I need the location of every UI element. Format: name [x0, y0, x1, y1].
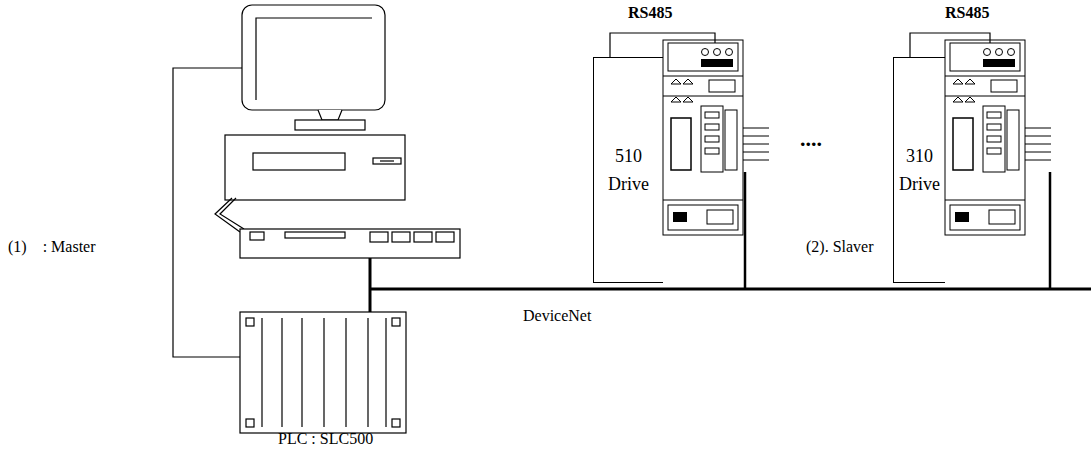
computer — [215, 5, 460, 258]
text-label: (1) : Master — [8, 238, 96, 256]
text-label: RS485 — [628, 4, 672, 22]
drive-text-group: 510 Drive — [597, 142, 661, 198]
drive-box: 310 Drive — [893, 57, 945, 283]
text-label: PLC : SLC500 — [278, 430, 373, 448]
drive-text-group: 310 Drive — [897, 142, 943, 198]
text-label: (2). Slaver — [806, 238, 874, 256]
bracket — [173, 68, 242, 357]
drive-label: 510 Drive — [597, 142, 661, 198]
drive-label: 310 Drive — [897, 142, 943, 198]
text-label: RS485 — [945, 4, 989, 22]
rs485-wire — [610, 33, 990, 57]
plc-rack — [240, 312, 406, 433]
text-label: DeviceNet — [523, 307, 591, 325]
text-label: .... — [800, 130, 822, 148]
drive-box: 510 Drive — [593, 57, 663, 283]
